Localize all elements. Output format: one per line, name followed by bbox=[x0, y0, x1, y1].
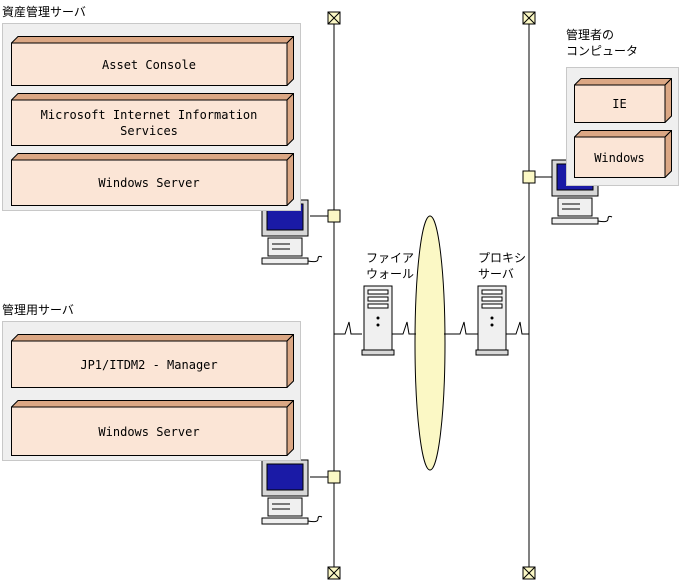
iis-layer: Microsoft Internet Information Services bbox=[11, 93, 294, 146]
firewall-label-line2: ウォール bbox=[366, 267, 415, 281]
asset-server-title: 資産管理サーバ bbox=[2, 5, 86, 19]
firewall-tower-icon bbox=[361, 285, 395, 356]
link-firewall-to-cloud bbox=[392, 321, 416, 335]
terminator-bottom-left-icon bbox=[327, 566, 341, 580]
terminator-top-right-icon bbox=[522, 11, 536, 25]
network-cloud bbox=[414, 215, 446, 471]
asset-console-layer: Asset Console bbox=[11, 36, 294, 86]
terminator-bottom-right-icon bbox=[522, 566, 536, 580]
ie-layer: IE bbox=[574, 78, 672, 123]
layer-slab-shape bbox=[574, 78, 672, 123]
link-left-to-firewall bbox=[334, 321, 362, 335]
management-server-title: 管理用サーバ bbox=[2, 303, 74, 317]
admin-pc-title-line1: 管理者の bbox=[566, 28, 615, 42]
node-management-server bbox=[327, 470, 341, 484]
admin-windows-layer: Windows bbox=[574, 130, 672, 178]
terminator-top-left-icon bbox=[327, 11, 341, 25]
layer-slab-shape bbox=[574, 130, 672, 178]
link-proxy-to-right bbox=[506, 321, 529, 335]
asset-windows-server-layer: Windows Server bbox=[11, 153, 294, 206]
management-server-computer-icon bbox=[261, 459, 323, 525]
layer-slab-shape bbox=[11, 334, 294, 388]
proxy-label-line2: サーバ bbox=[478, 267, 514, 281]
layer-slab-shape bbox=[11, 36, 294, 86]
management-windows-server-layer: Windows Server bbox=[11, 400, 294, 456]
node-asset-server bbox=[327, 209, 341, 223]
layer-slab-shape bbox=[11, 400, 294, 456]
layer-slab-shape bbox=[11, 93, 294, 146]
proxy-label-line1: プロキシ bbox=[478, 251, 527, 265]
node-admin-pc bbox=[522, 170, 536, 184]
admin-pc-title-line2: コンピュータ bbox=[566, 44, 639, 58]
proxy-tower-icon bbox=[475, 285, 509, 356]
layer-slab-shape bbox=[11, 153, 294, 206]
firewall-label-line1: ファイア bbox=[366, 251, 415, 265]
jp1-manager-layer: JP1/ITDM2 - Manager bbox=[11, 334, 294, 388]
link-cloud-to-proxy bbox=[444, 321, 478, 335]
